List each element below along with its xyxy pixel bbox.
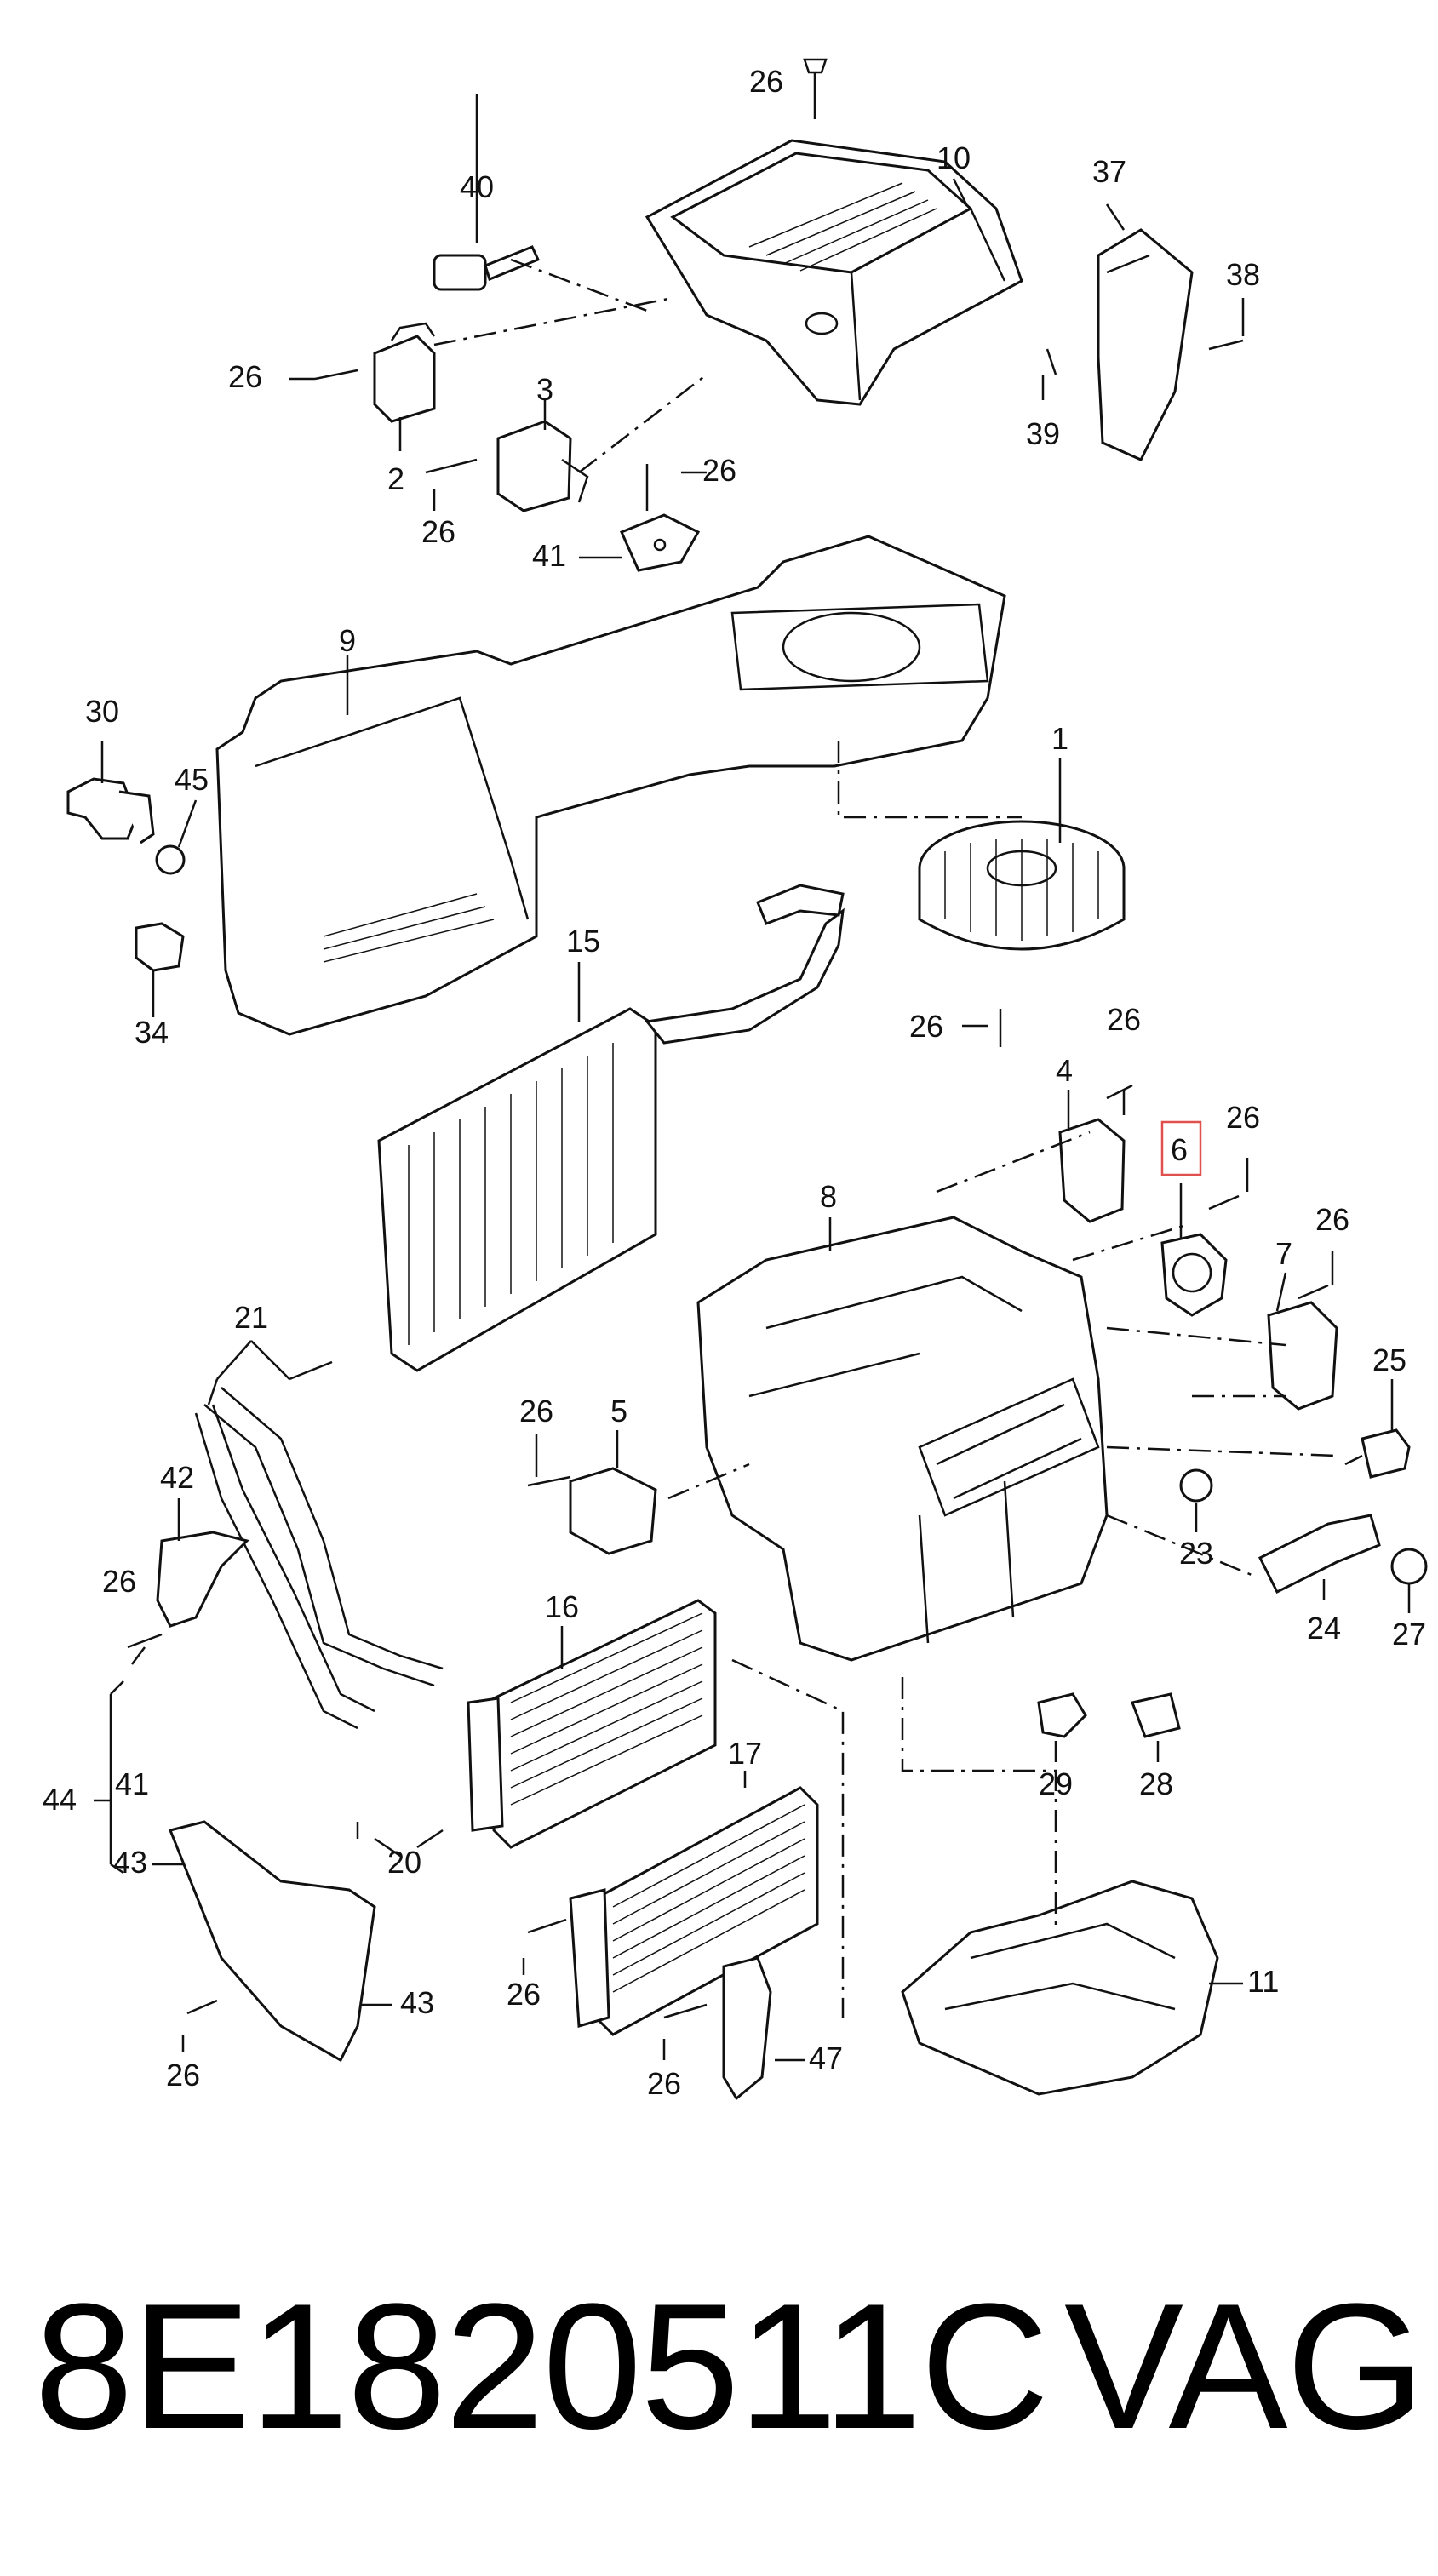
assembly-lines [433,258,1338,2018]
callout-label: 42 [160,1460,194,1495]
callout-label: 28 [1139,1766,1173,1801]
part-41-bracket [619,513,701,572]
hvac-exploded-diagram: 26 10 40 37 38 39 26 3 2 26 26 41 9 30 4… [43,58,1428,2101]
brand-name: VAG [1064,2266,1425,2466]
callout-label: 34 [135,1015,169,1050]
callout-label: 30 [85,694,119,729]
highlight-box [1160,1120,1202,1176]
callout-label: 41 [115,1766,149,1801]
callout-label: 37 [1092,154,1126,189]
callout-label: 23 [1179,1536,1213,1571]
callout-label: 3 [536,372,553,407]
part-8-heater-box [696,1216,1109,1662]
callout-label: 26 [421,514,455,549]
part-11-lower-housing [901,1880,1219,2096]
part-24-duct [1258,1514,1381,1594]
part-5-resistor [569,1467,657,1555]
part-34-sensor [135,922,185,972]
callout-label: 47 [809,2041,843,2075]
callout-label: 40 [460,169,494,204]
callout-label: 6 [1171,1132,1188,1167]
callout-label: 26 [1315,1202,1349,1237]
callout-label: 7 [1275,1236,1292,1271]
callout-label: 26 [166,2058,200,2092]
callout-label: 5 [610,1394,627,1428]
part-15-evaporator [377,884,845,1372]
footer: 8E1820511C VAG [0,2239,1438,2494]
callout-label: 15 [566,924,600,959]
part-42-bracket [156,1531,249,1628]
part-27-cap [1390,1548,1428,1585]
callout-label: 1 [1051,721,1068,756]
part-25-sensor [1344,1428,1411,1479]
callout-label: 39 [1026,416,1060,451]
leader-lines [94,94,1411,2062]
callout-label: 26 [1107,1002,1141,1037]
callout-label: 26 [507,1977,541,2012]
callout-label: 16 [545,1589,579,1624]
callout-label: 44 [43,1782,77,1817]
callout-label: 26 [519,1394,553,1428]
callout-label: 24 [1307,1611,1341,1646]
callout-label: 26 [702,453,736,488]
callout-label: 11 [1247,1964,1279,1999]
callout-label: 10 [937,140,971,175]
screws [127,58,1329,2019]
callout-label: 9 [339,623,356,658]
part-45-clip [155,844,186,875]
callout-label: 17 [728,1736,762,1771]
part-47-bracket [722,1956,772,2101]
callout-label: 45 [175,762,209,797]
callout-label: 25 [1372,1342,1406,1377]
callout-label: 4 [1056,1053,1073,1088]
part-43-cover [168,1820,376,2063]
part-3-servo [496,420,589,512]
callout-label: 43 [113,1845,147,1880]
callout-label: 26 [647,2066,681,2101]
callout-label: 27 [1392,1617,1426,1652]
callout-label: 38 [1226,257,1260,292]
part-40-sensor [433,245,541,291]
part-28-sensor [1130,1692,1181,1738]
part-10-distribution-housing [645,139,1023,406]
callout-label: 26 [749,64,783,99]
callout-label: 26 [102,1564,136,1599]
callout-label: 43 [400,1985,434,2020]
callout-label: 29 [1039,1766,1073,1801]
part-2-servo [373,322,436,423]
part-number: 8E1820511C [34,2266,1049,2466]
callout-label: 8 [820,1179,837,1214]
part-17-aux-heater [569,1786,819,2036]
part-6-actuator [1160,1233,1228,1317]
part-29-sensor [1037,1692,1087,1738]
callout-label: 20 [387,1845,421,1880]
callout-label: 26 [909,1009,943,1044]
part-23-plug [1179,1468,1213,1503]
callout-label: 41 [532,538,566,573]
callout-labels: 26 10 40 37 38 39 26 3 2 26 26 41 9 30 4… [43,64,1426,2101]
part-1-blower [918,820,1126,951]
part-16-heater-core [467,1599,717,1849]
part-9-housing [215,535,1006,1036]
part-7-actuator [1267,1301,1338,1411]
part-21-pipes [194,1387,444,1730]
callout-label: 21 [234,1300,268,1335]
part-4-actuator [1058,1118,1126,1223]
part-37-side-cover [1097,228,1194,461]
callout-label: 26 [228,359,262,394]
callout-label: 2 [387,461,404,496]
part-30-hose [66,777,155,844]
callout-label: 26 [1226,1100,1260,1135]
